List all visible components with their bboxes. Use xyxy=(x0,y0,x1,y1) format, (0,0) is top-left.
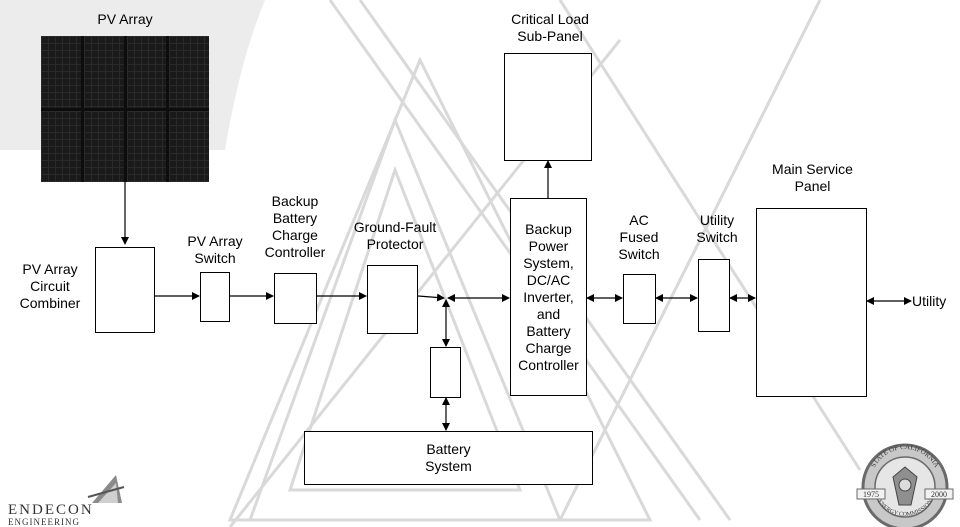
endecon-logo: ENDECON ENGINEERING xyxy=(6,470,134,527)
ground-fault-box xyxy=(367,265,418,334)
pv-switch-label: PV Array Switch xyxy=(187,233,243,266)
dc-fuse-box xyxy=(430,347,461,398)
ac-fused-switch-box xyxy=(623,274,656,324)
wire-gfp-to-junction xyxy=(417,293,445,302)
utility-switch-label: Utility Switch xyxy=(696,212,738,245)
backup-power-label: Backup Power System, DC/AC Inverter, and… xyxy=(518,220,579,373)
battery-system-label: Battery System xyxy=(425,441,472,474)
seal-year-left: 1975 xyxy=(863,490,879,499)
endecon-mark-icon xyxy=(87,475,125,503)
utility-label: Utility xyxy=(912,293,947,309)
combiner-box xyxy=(95,247,155,333)
ground-fault-label: Ground-Fault Protector xyxy=(353,219,437,252)
backup-power-box: Backup Power System, DC/AC Inverter, and… xyxy=(510,198,587,396)
seal-year-right: 2000 xyxy=(931,490,947,499)
endecon-sub: ENGINEERING xyxy=(8,517,80,527)
endecon-name: ENDECON xyxy=(8,502,94,518)
battery-system-box: Battery System xyxy=(304,431,593,485)
combiner-label: PV Array Circuit Combiner xyxy=(19,261,81,311)
energy-commission-seal: STATE OF CALIFORNIA ENERGY COMMISSION 19… xyxy=(856,443,954,527)
ac-fused-switch-label: AC Fused Switch xyxy=(618,212,660,262)
main-service-box xyxy=(756,208,867,397)
pv-array-image xyxy=(41,36,209,182)
critical-load-label: Critical Load Sub-Panel xyxy=(511,11,589,44)
charge-controller-label: Backup Battery Charge Controller xyxy=(264,193,326,260)
pv-array-label: PV Array xyxy=(97,11,153,27)
critical-load-box xyxy=(504,53,592,161)
main-service-label: Main Service Panel xyxy=(772,161,853,194)
pv-switch-box xyxy=(200,272,230,322)
utility-switch-box xyxy=(698,259,730,332)
charge-controller-box xyxy=(274,273,317,324)
